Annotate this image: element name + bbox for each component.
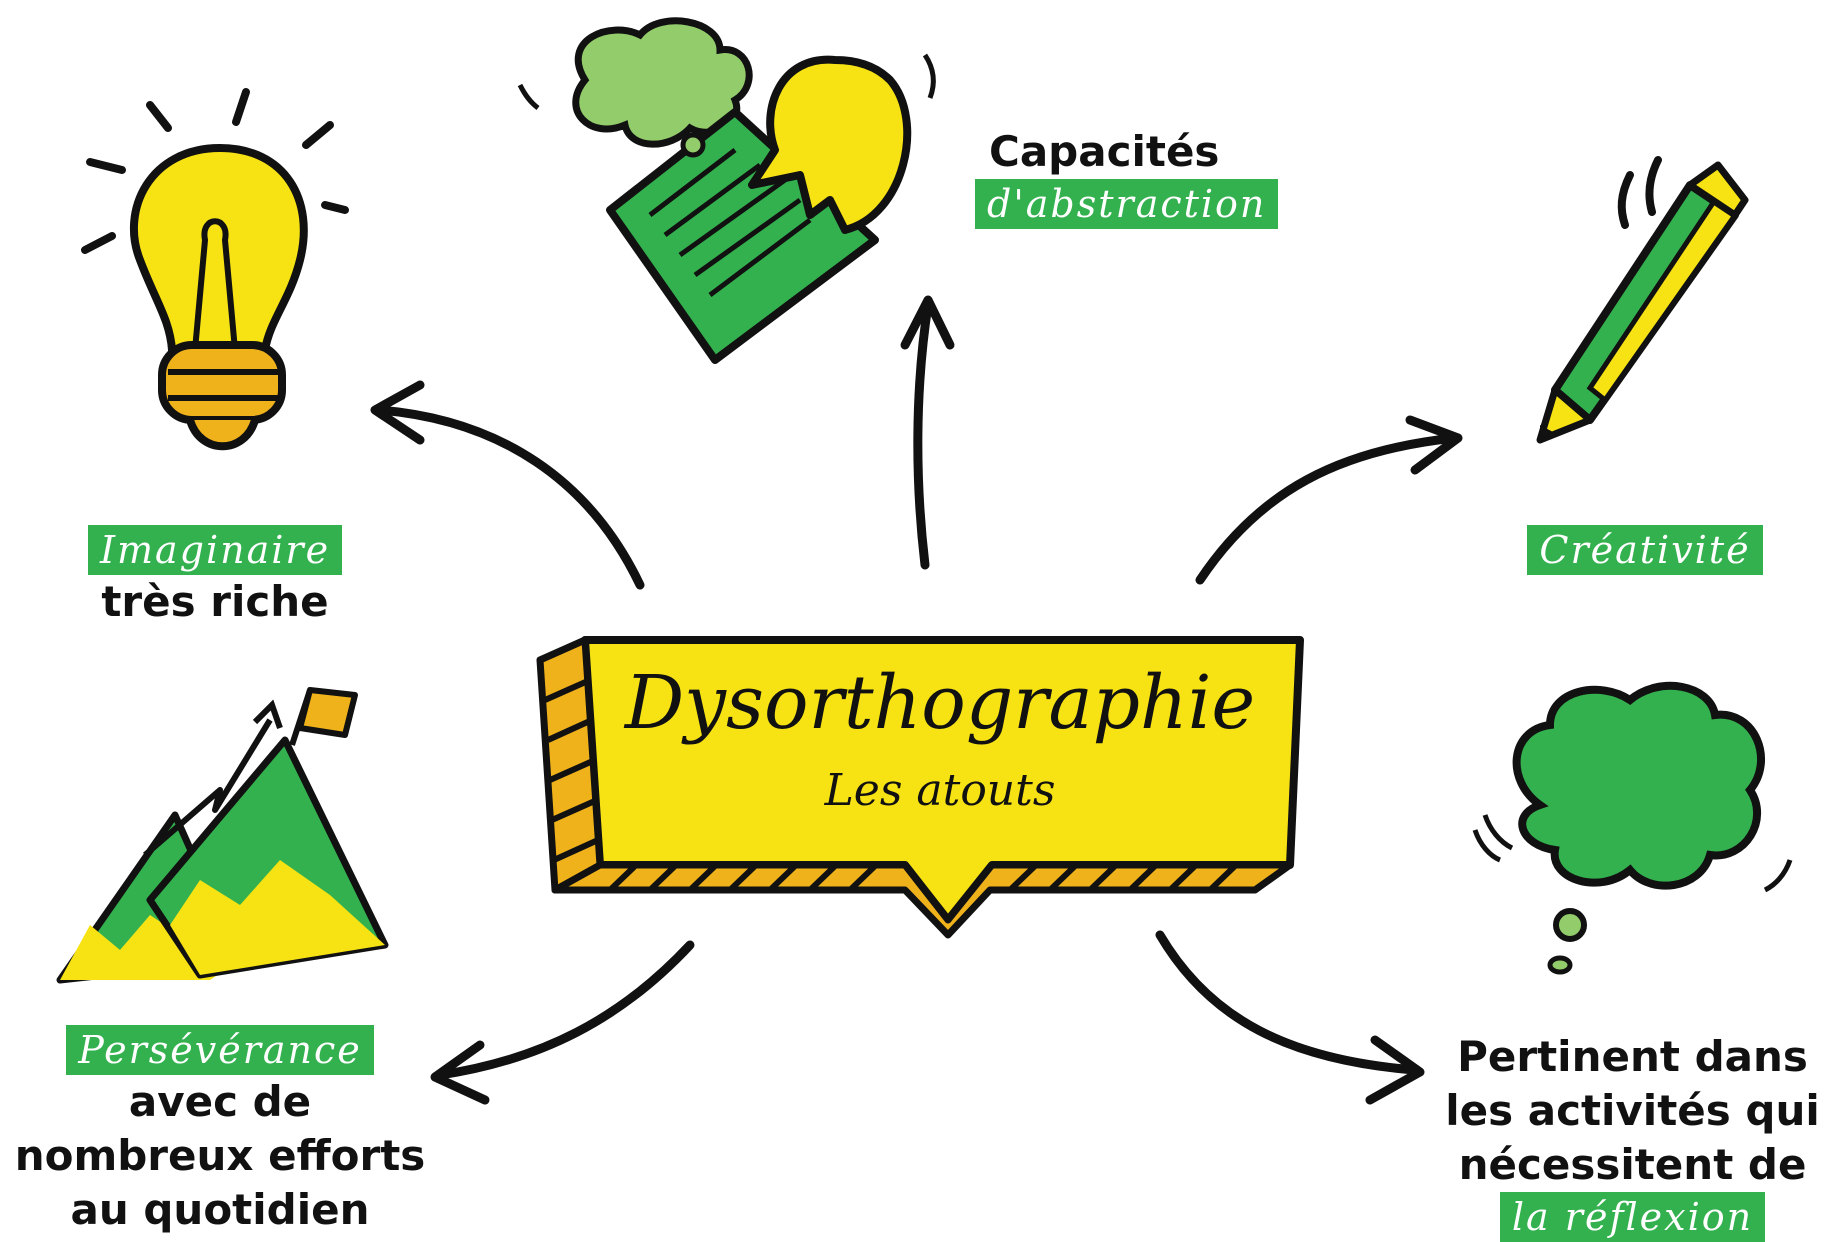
reflexion-line-3: nécessitent de — [1458, 1140, 1807, 1189]
arrow-to-perseverance — [430, 940, 695, 1105]
node-creativite: Créativité — [1500, 525, 1790, 575]
node-abstraction: Capacités d'abstraction — [975, 125, 1279, 229]
arrow-to-imaginaire — [370, 380, 645, 590]
node-reflexion: Pertinent dans les activités qui nécessi… — [1440, 1030, 1825, 1242]
speech-bubbles-icon — [517, 17, 936, 364]
arrow-to-reflexion — [1155, 930, 1425, 1105]
thought-cloud-icon — [1472, 681, 1793, 975]
node-perseverance: Persévérance avec de nombreux efforts au… — [0, 1025, 440, 1237]
imaginaire-text: très riche — [101, 577, 329, 626]
perseverance-line-3: au quotidien — [70, 1185, 370, 1234]
central-title: Dysorthographie — [624, 660, 1256, 746]
central-subtitle: Les atouts — [824, 765, 1056, 816]
perseverance-tag: Persévérance — [66, 1025, 374, 1075]
arrow-to-abstraction — [900, 295, 955, 570]
node-imaginaire: Imaginaire très riche — [60, 525, 370, 629]
perseverance-line-1: avec de — [128, 1077, 312, 1126]
abstraction-heading: Capacités — [989, 127, 1220, 176]
perseverance-line-2: nombreux efforts — [14, 1131, 426, 1180]
abstraction-tag: d'abstraction — [975, 179, 1279, 229]
imaginaire-tag: Imaginaire — [87, 525, 343, 575]
pencil-icon — [1536, 156, 1749, 444]
arrow-to-creativite — [1195, 415, 1463, 585]
central-banner — [536, 636, 1304, 939]
reflexion-tag: la réflexion — [1499, 1192, 1766, 1242]
creativite-tag: Créativité — [1527, 525, 1763, 575]
arrows — [370, 295, 1463, 1105]
mountain-flag-icon — [56, 687, 389, 984]
lightbulb-icon — [81, 88, 349, 451]
reflexion-line-2: les activités qui — [1445, 1086, 1820, 1135]
reflexion-line-1: Pertinent dans — [1457, 1032, 1808, 1081]
